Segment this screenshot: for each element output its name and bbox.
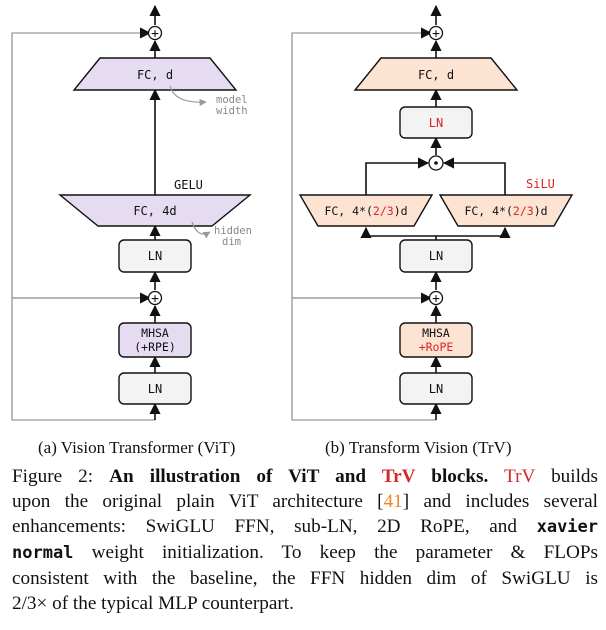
plus-symbol: + (432, 292, 440, 307)
caption-trv: TrV (381, 466, 416, 487)
caption-code: normal (12, 543, 74, 563)
vit-diagram: + + FC, d model width GELU FC, 4d hidden… (11, 4, 252, 421)
trv-arrow (365, 157, 430, 195)
figure-caption: Figure 2: An illustration of ViT and TrV… (12, 464, 598, 616)
caption-text: ] and includes several (402, 491, 598, 512)
hidden-dim-note: hidden (214, 225, 252, 237)
vit-residual-attn (11, 292, 155, 421)
vit-add-node-top (147, 25, 163, 41)
trv-mhsa (399, 322, 473, 358)
vit-fc-mid (58, 194, 252, 227)
hidden-dim-note: dim (222, 236, 241, 248)
caption-line: upon the original plain ViT architecture… (12, 489, 598, 514)
trv-ln-attn-label: LN (429, 382, 443, 396)
caption-text: consistent with the baseline, the FFN hi… (12, 568, 598, 589)
caption-code: xavier (536, 517, 599, 537)
trv-add-node-bottom (428, 290, 444, 306)
plus-symbol: + (432, 27, 440, 42)
trv-subcaption: (b) Transform Vision (TrV) (325, 438, 512, 457)
trv-fc-right-label: FC, 4*(2/3)d (464, 204, 547, 218)
caption-line: enhancements: SwiGLU FFN, sub-LN, 2D RoP… (12, 514, 598, 540)
vit-mhsa-rpe-label: (+RPE) (134, 340, 176, 354)
vit-ln-attn-label: LN (148, 382, 162, 396)
trv-fc-top (353, 57, 519, 91)
figure-number: Figure 2: (12, 466, 110, 487)
architecture-figure: + + FC, d model width GELU FC, 4d hidden… (11, 4, 574, 421)
caption-bold: blocks. (415, 466, 489, 487)
trv-fc-left (298, 194, 434, 227)
trv-fc-left-label: FC, 4*(2/3)d (324, 204, 407, 218)
vit-ln-ffn-label: LN (148, 249, 162, 263)
caption-line: 2/3× of the typical MLP counterpart. (12, 591, 598, 616)
vit-ln-attn (118, 372, 192, 405)
caption-line: normal weight initialization. To keep th… (12, 540, 598, 566)
trv-residual-attn (291, 292, 436, 421)
trv-mhsa-rope-label: +RoPE (419, 340, 454, 354)
vit-gelu-label: GELU (174, 178, 203, 192)
dot-symbol (434, 161, 438, 165)
model-width-note: model (216, 94, 248, 106)
caption-bold: An illustration of ViT and (109, 466, 382, 487)
vit-mhsa-label: MHSA (141, 326, 169, 340)
trv-diagram: + + FC, d LN SiLU FC, 4*(2/3)d FC, 4*(2/… (291, 4, 574, 421)
caption-line: consistent with the baseline, the FFN hi… (12, 566, 598, 591)
trv-fc-top-label: FC, d (418, 68, 454, 82)
plus-symbol: + (151, 27, 159, 42)
trv-sub-ln-label: LN (429, 116, 443, 130)
trv-arrow (442, 157, 506, 195)
plus-symbol: + (151, 292, 159, 307)
vit-mhsa (118, 322, 192, 358)
trv-arrow (360, 226, 437, 240)
vit-fc-mid-label: FC, 4d (133, 204, 176, 218)
model-width-note: width (216, 105, 248, 117)
caption-text: builds (535, 466, 598, 487)
caption-text: enhancements: SwiGLU FFN, sub-LN, 2D RoP… (12, 516, 517, 537)
trv-add-node-top (428, 25, 444, 41)
vit-add-node-bottom (147, 290, 163, 306)
trv-ln-ffn (399, 239, 473, 273)
caption-text: weight initialization. To keep the param… (73, 542, 598, 563)
caption-trv: TrV (488, 466, 535, 487)
trv-ln-ffn-label: LN (429, 249, 443, 263)
hidden-dim-pointer (191, 221, 211, 239)
caption-text: 2/3× of the typical MLP counterpart. (12, 593, 294, 614)
trv-fc-right (438, 194, 574, 227)
caption-text: upon the original plain ViT architecture… (12, 491, 384, 512)
model-width-pointer (169, 85, 207, 107)
vit-fc-top-label: FC, d (137, 68, 173, 82)
vit-fc-top (72, 57, 238, 91)
vit-ln-ffn (118, 239, 192, 273)
citation-link[interactable]: 41 (383, 491, 403, 512)
trv-mhsa-label: MHSA (422, 326, 450, 340)
trv-arrow (436, 226, 511, 239)
caption-line: Figure 2: An illustration of ViT and TrV… (12, 464, 598, 489)
trv-sub-ln (399, 106, 473, 139)
trv-silu-label: SiLU (526, 177, 555, 191)
vit-subcaption: (a) Vision Transformer (ViT) (38, 438, 236, 457)
trv-ln-attn (399, 372, 473, 405)
